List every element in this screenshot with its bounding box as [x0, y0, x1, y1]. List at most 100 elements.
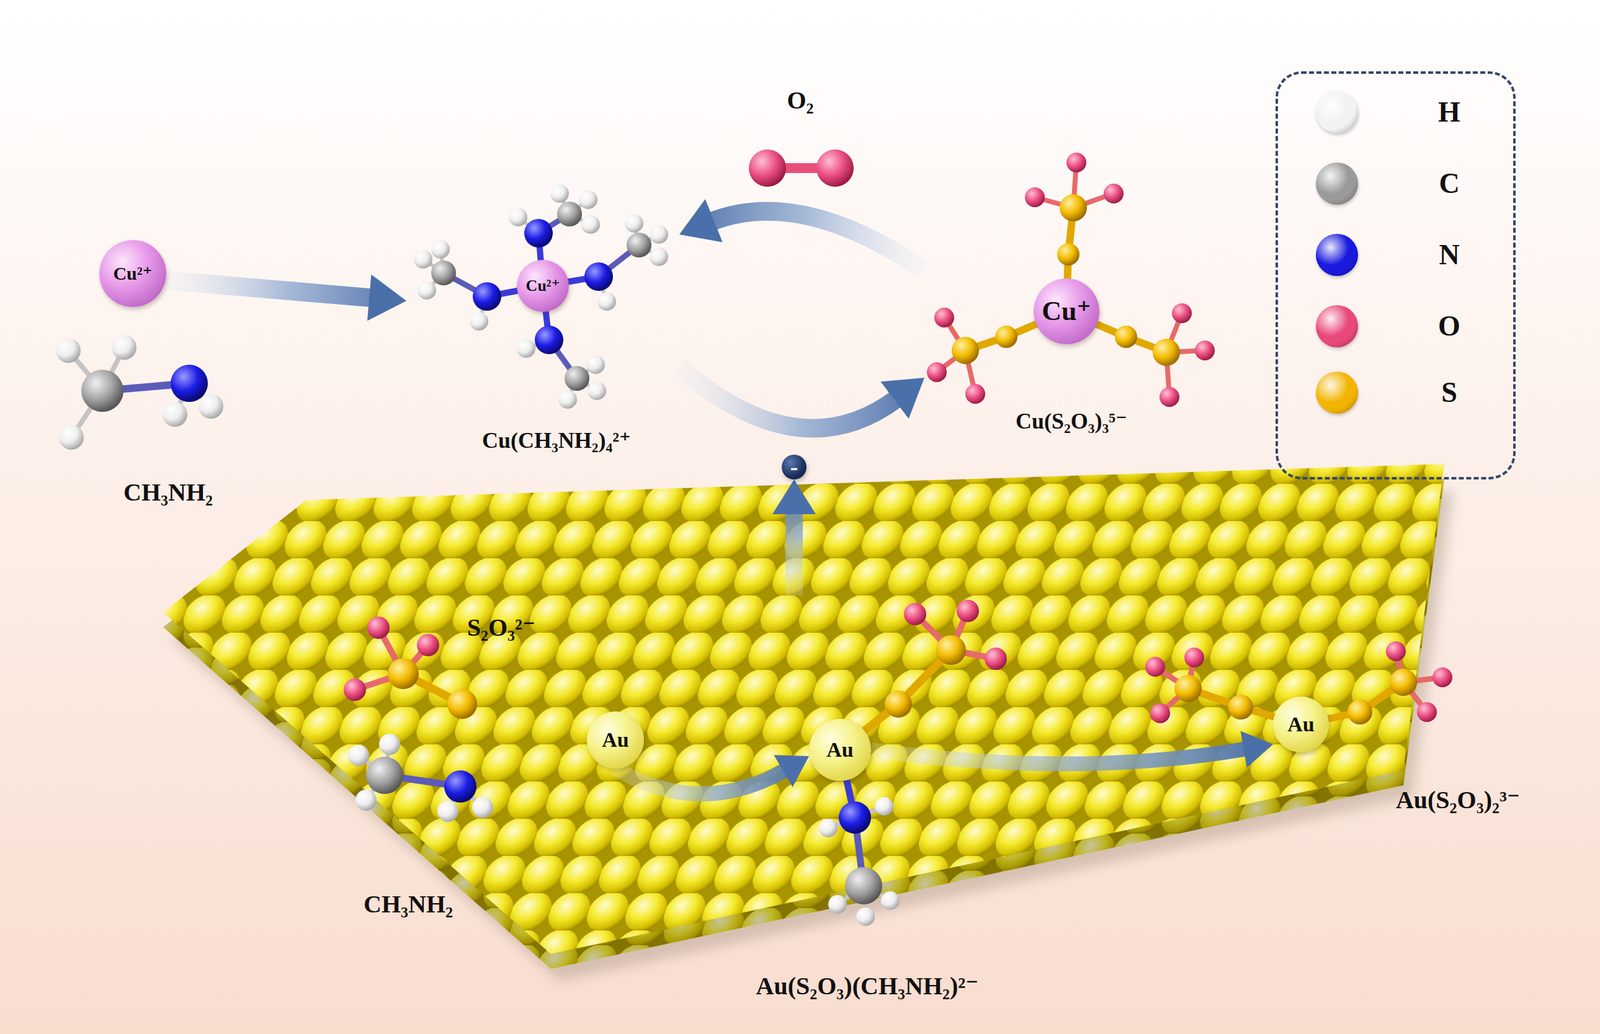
- h-atom: [649, 247, 669, 267]
- o-atom: [1194, 340, 1215, 361]
- oxygen-molecule: O₂: [741, 74, 863, 193]
- o-atom: [367, 616, 390, 640]
- s-atom: [951, 336, 979, 365]
- h-atom: [469, 312, 489, 331]
- reaction-arrow: [679, 199, 925, 271]
- n-atom: [472, 282, 502, 311]
- arrow-shaft: [785, 510, 803, 596]
- legend-swatch: [1315, 371, 1359, 414]
- h-atom: [413, 250, 433, 269]
- species-label: S₂O₃²⁻: [467, 613, 536, 643]
- s-atom: [1347, 699, 1373, 725]
- h-atom: [558, 390, 577, 409]
- o-atom: [965, 384, 986, 404]
- arrow-shaft: [166, 280, 373, 298]
- h-atom: [624, 214, 644, 233]
- arrow-head: [773, 755, 809, 788]
- atom-label: -: [790, 453, 799, 481]
- h-atom: [55, 338, 81, 363]
- gold-atom-sphere: Au: [586, 711, 644, 769]
- legend-swatch: [1315, 91, 1359, 134]
- species-label: O₂: [786, 86, 814, 115]
- methylamine-molecule: CH₃NH₂: [341, 732, 503, 931]
- o-atom: [934, 307, 955, 328]
- gold-mixed-complex: Au(S₂O₃)(CH₃NH₂)²⁻Au: [725, 595, 1006, 1005]
- n-atom: [584, 262, 613, 291]
- s-atom: [1057, 243, 1080, 266]
- c-atom: [557, 201, 582, 227]
- arrow-shaft: [615, 768, 787, 795]
- o-atom: [816, 149, 854, 187]
- o-atom: [1385, 641, 1406, 662]
- arrow-head: [679, 199, 723, 243]
- species-label: CH₃NH₂: [363, 890, 453, 919]
- legend-label: C: [1438, 167, 1460, 201]
- c-atom: [431, 260, 456, 286]
- n-atom: [534, 325, 564, 355]
- n-atom: [524, 218, 553, 248]
- o-atom: [1416, 702, 1437, 723]
- h-atom: [431, 240, 450, 259]
- h-atom: [348, 745, 370, 767]
- s-atom: [1152, 338, 1180, 367]
- h-atom: [856, 907, 875, 927]
- o-atom: [343, 678, 367, 702]
- atom-label: Au: [1287, 712, 1314, 737]
- n-atom: [444, 770, 477, 803]
- h-atom: [111, 335, 137, 360]
- gold-surface: [163, 464, 1453, 982]
- h-atom: [874, 797, 894, 816]
- legend-label: N: [1438, 238, 1460, 272]
- atom-label: Cu²⁺: [526, 276, 561, 296]
- thiosulfate-molecule: S₂O₃²⁻: [347, 595, 559, 720]
- atom-label: Au: [601, 727, 629, 752]
- copper-center-sphere: Cu⁺: [1033, 278, 1100, 345]
- h-atom: [417, 281, 437, 300]
- s-atom: [447, 689, 478, 720]
- h-atom: [597, 292, 617, 311]
- h-atom: [355, 789, 377, 811]
- copper-thiosulfate-model: [926, 152, 1215, 407]
- arrow-head: [772, 479, 816, 515]
- legend-label: H: [1438, 96, 1461, 130]
- methylamine-model: [348, 733, 494, 823]
- s-atom: [1228, 694, 1254, 720]
- species-label: Cu(CH₃NH₂)₄²⁺: [482, 428, 631, 454]
- o-atom: [416, 634, 440, 657]
- h-atom: [581, 215, 600, 234]
- gold-thiosulfate-complex: Au(S₂O₃)₂³⁻Au: [1135, 645, 1558, 819]
- arrow-head: [1240, 731, 1274, 769]
- h-atom: [472, 797, 494, 819]
- h-atom: [198, 393, 224, 419]
- arrow-shaft: [871, 748, 1247, 764]
- arrow-head: [880, 377, 925, 419]
- s-atom: [1114, 325, 1138, 349]
- h-atom: [828, 895, 847, 914]
- copper-amine-model: [413, 184, 669, 409]
- copper-amine-complex: Cu(CH₃NH₂)₄²⁺ Cu²⁺: [406, 186, 680, 460]
- o-atom: [1159, 387, 1180, 407]
- n-atom: [170, 364, 208, 403]
- reaction-arrow: [615, 755, 809, 795]
- reaction-arrow: [871, 731, 1274, 769]
- o-atom: [1066, 152, 1087, 173]
- s-atom: [995, 325, 1018, 349]
- h-atom: [379, 733, 401, 756]
- h-atom: [649, 225, 669, 244]
- o-atom: [1171, 303, 1192, 324]
- c-atom: [81, 369, 124, 412]
- n-atom: [838, 801, 872, 834]
- s-atom: [1059, 194, 1087, 222]
- species-label: Cu(S₂O₃)₃⁵⁻: [1015, 408, 1128, 435]
- gold-atom-sphere: Au: [808, 719, 872, 782]
- h-atom: [58, 424, 84, 450]
- copper-thiosulfate-complex: Cu(S₂O₃)₃⁵⁻ Cu⁺: [924, 148, 1223, 439]
- arrow-shaft: [710, 211, 925, 271]
- o-atom: [1145, 656, 1166, 677]
- surface-top-layer: [163, 464, 1445, 955]
- reaction-arrow: [772, 479, 816, 596]
